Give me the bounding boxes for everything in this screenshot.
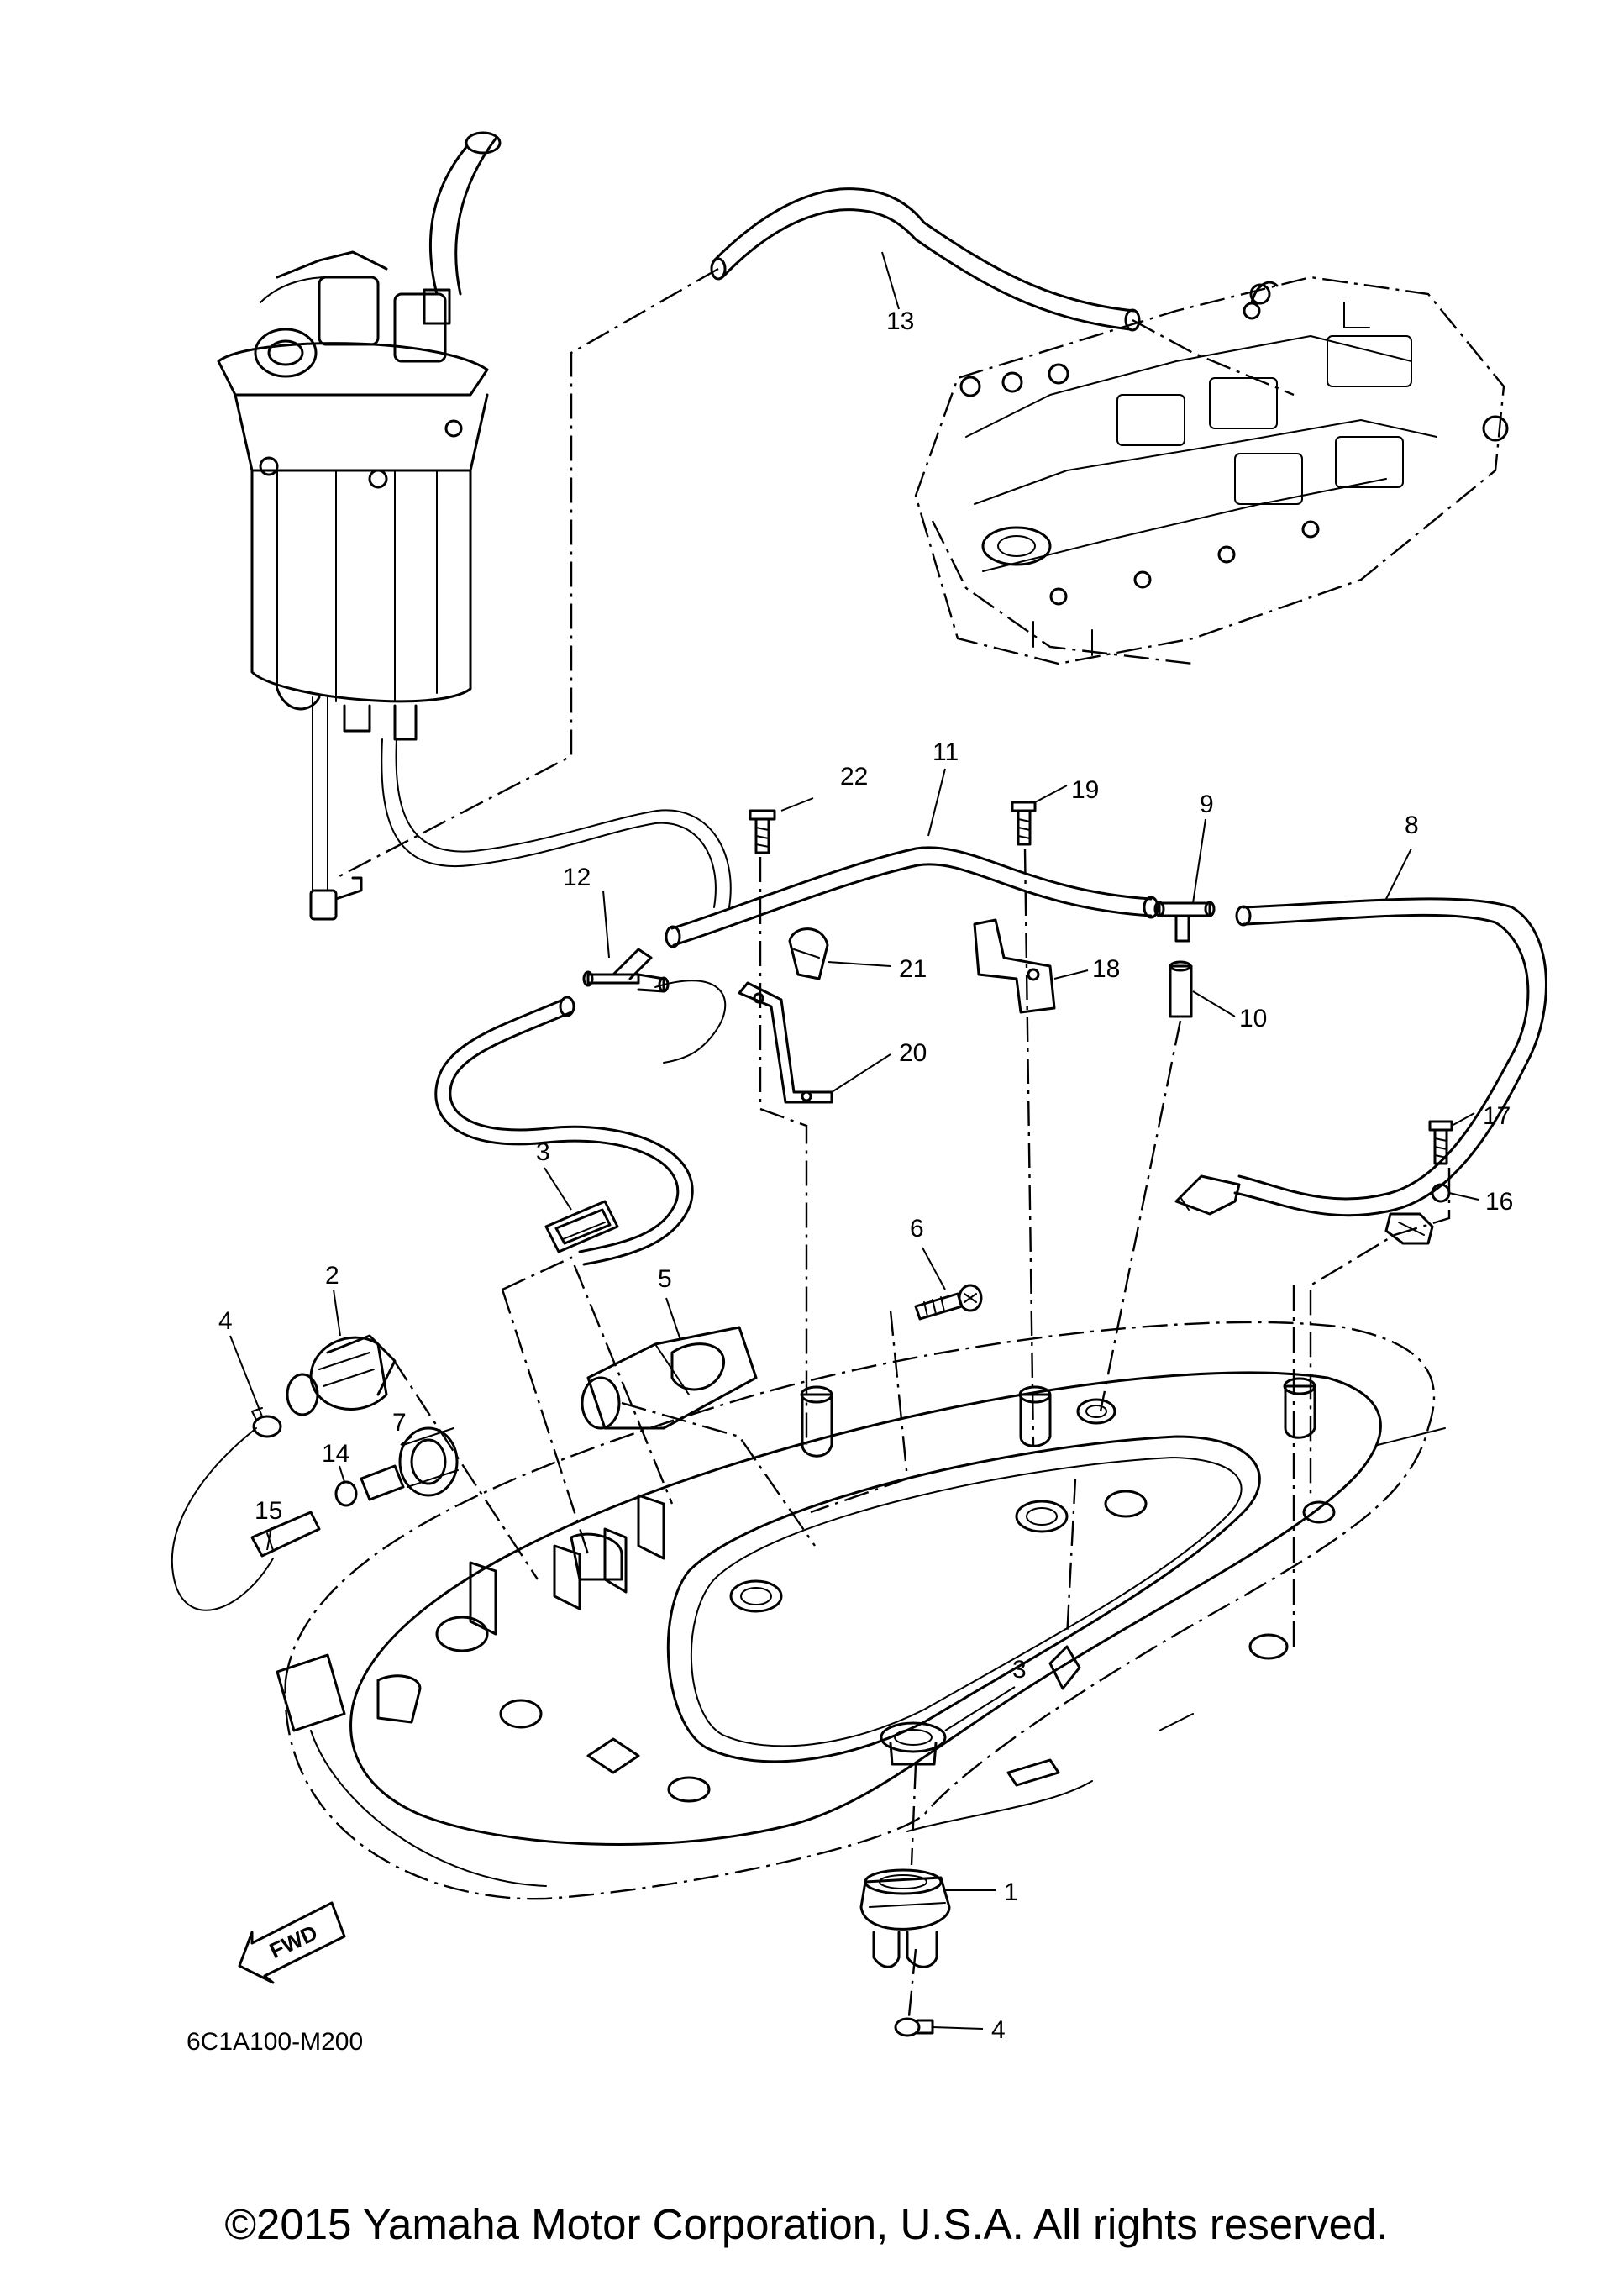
t-joint-9 — [1153, 901, 1216, 943]
grommet-1 — [859, 1868, 951, 1968]
clamp-4-left — [251, 1407, 282, 1438]
bolt-22 — [749, 809, 776, 854]
fwd-arrow: FWD — [238, 1901, 346, 1984]
callout-22: 22 — [840, 763, 868, 791]
tube-10 — [1169, 960, 1193, 1018]
callout-18: 18 — [1092, 955, 1120, 983]
callout-15: 13 — [886, 307, 914, 335]
bracket-20 — [738, 981, 833, 1104]
t-joint-12 — [582, 948, 670, 993]
hose-loop-left — [434, 980, 727, 1266]
callout-3-lower: 3 — [1012, 1656, 1027, 1684]
callout-1: 1 — [1004, 1878, 1018, 1906]
callout-19: 19 — [1071, 776, 1099, 804]
diagram-code: 6C1A100-M200 — [187, 2028, 363, 2056]
bottom-cowling — [276, 1321, 1446, 1900]
callout-11: 11 — [933, 738, 959, 766]
clip-21 — [788, 927, 829, 980]
bolt-19 — [1011, 801, 1037, 846]
upper-casing — [914, 276, 1509, 665]
callout-13: 15 — [255, 1497, 282, 1525]
callout-5: 5 — [658, 1265, 672, 1293]
callout-4-left: 4 — [218, 1307, 233, 1335]
callout-16: 16 — [1485, 1188, 1513, 1216]
callout-17: 17 — [1483, 1102, 1511, 1130]
vapor-separator-assembly — [217, 131, 732, 921]
hose-loop-2-13 — [171, 1427, 274, 1611]
hose-13 — [250, 1511, 321, 1558]
callout-21: 21 — [899, 955, 927, 983]
bolt-17 — [1428, 1120, 1453, 1165]
callout-20: 20 — [899, 1039, 927, 1067]
assembly-guides — [391, 848, 1451, 2017]
grommet-3-upper — [544, 1200, 619, 1253]
hose-8 — [1174, 897, 1547, 1217]
copyright-notice: ©2015 Yamaha Motor Corporation, U.S.A. A… — [224, 2200, 1389, 2248]
callout-3-upper: 3 — [536, 1138, 550, 1166]
callout-6: 6 — [910, 1215, 924, 1243]
connector-2 — [286, 1334, 397, 1416]
fitting-7 — [360, 1426, 459, 1501]
callout-2: 2 — [325, 1262, 339, 1290]
fwd-label: FWD — [265, 1920, 321, 1963]
callout-12: 12 — [563, 864, 591, 891]
clamp-4-bottom — [894, 2017, 934, 2037]
grommet-5 — [581, 1326, 758, 1430]
callout-10: 10 — [1239, 1005, 1267, 1032]
callout-4-bottom: 4 — [991, 2016, 1006, 2044]
callout-9: 9 — [1200, 791, 1214, 818]
hose-15 — [335, 187, 1295, 880]
grommet-3-lower — [880, 1721, 947, 1766]
hose-11 — [665, 846, 1159, 948]
screw-6 — [914, 1284, 983, 1321]
leader-lines — [229, 251, 1479, 2030]
callout-14: 14 — [322, 1440, 349, 1468]
callout-8: 8 — [1405, 812, 1419, 839]
callouts: 13 22 11 19 9 8 12 21 18 10 20 17 16 3 6… — [218, 307, 1513, 2044]
clamp-14 — [334, 1480, 358, 1507]
callout-7: 7 — [392, 1409, 407, 1437]
clip-18 — [973, 918, 1056, 1014]
